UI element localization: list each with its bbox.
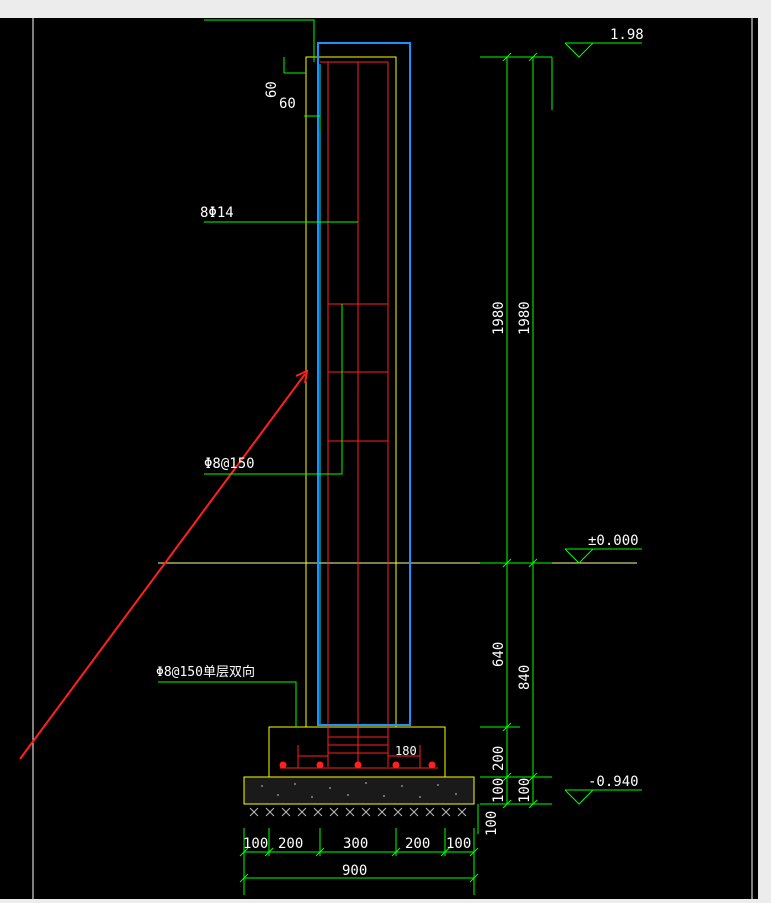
rebar-section-dots <box>279 761 436 769</box>
elevation-markers <box>564 42 642 805</box>
rebar-section-dot-icon <box>428 761 436 769</box>
top-frame <box>0 0 771 18</box>
h-dim-total: 900 <box>342 863 367 879</box>
h-dim-100-left: 100 <box>243 836 268 852</box>
outer-dim-1980: 1980 <box>517 301 533 335</box>
outer-dim-100: 100 <box>517 778 533 803</box>
footing-rebar-label: Φ8@150单层双向 <box>156 664 255 680</box>
red-arrow-icon <box>19 369 309 760</box>
main-rebar-label: 8Φ14 <box>200 205 234 221</box>
slab-hatch <box>261 782 457 798</box>
h-dim-200-right: 200 <box>405 836 430 852</box>
inner-dim-1980: 1980 <box>491 301 507 335</box>
rebar-section-dot-icon <box>316 761 324 769</box>
h-dim-200-left: 200 <box>278 836 303 852</box>
triangle-elevation-icon <box>564 548 595 564</box>
dim-60-vertical: 60 <box>264 81 280 98</box>
rebar-cage <box>280 61 438 769</box>
inner-dim-640: 640 <box>491 642 507 667</box>
elevation-top: 1.98 <box>610 27 644 43</box>
outer-dim-840: 840 <box>517 665 533 690</box>
rebar-section-dot-icon <box>392 761 400 769</box>
drawing-background <box>0 18 758 899</box>
right-frame <box>758 0 771 899</box>
dim-180-label: 180 <box>395 744 417 758</box>
h-dim-100-right: 100 <box>446 836 471 852</box>
triangle-elevation-icon <box>564 789 595 805</box>
side-dim-100: 100 <box>484 811 500 836</box>
soil-hatch <box>249 807 467 817</box>
h-dim-300: 300 <box>343 836 368 852</box>
base-slab <box>243 776 475 805</box>
inner-dim-100: 100 <box>491 778 507 803</box>
elevation-ground: ±0.000 <box>588 533 639 549</box>
horizontal-dimensions <box>239 804 479 895</box>
elevation-bottom: -0.940 <box>588 774 639 790</box>
column-highlight-box <box>317 42 411 726</box>
vertical-dimensions <box>480 52 553 809</box>
inner-dim-200: 200 <box>491 746 507 771</box>
stirrup-label: Φ8@150 <box>204 456 255 472</box>
leader-lines <box>158 19 358 727</box>
triangle-elevation-icon <box>564 42 595 58</box>
rebar-section-dot-icon <box>279 761 287 769</box>
rebar-section-dot-icon <box>354 761 362 769</box>
dim-60-horizontal: 60 <box>279 96 296 112</box>
